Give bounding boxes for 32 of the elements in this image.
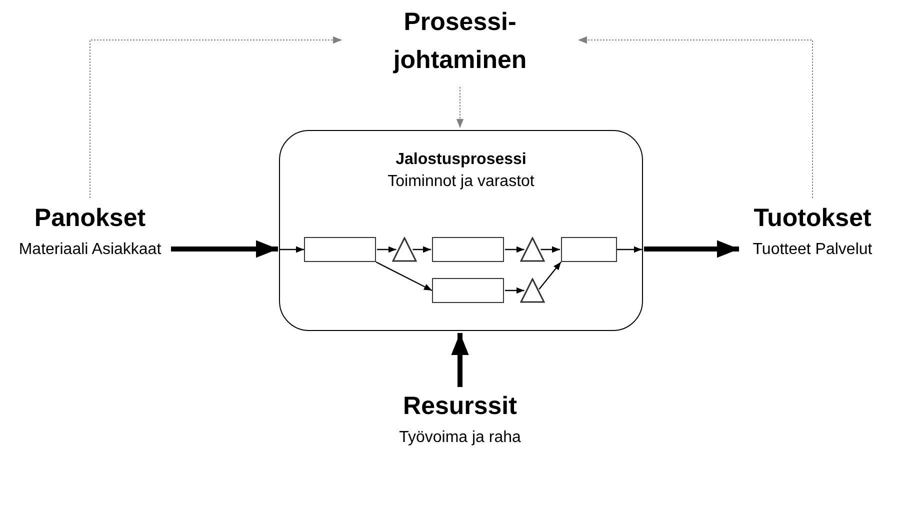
step-box [432,237,504,262]
arrow [540,246,560,253]
heading: Panokset [33,203,147,234]
heading: Jalostusprosessi [394,151,528,169]
arrow [538,262,562,290]
arrow [412,246,431,253]
step-box [561,237,617,262]
arrow [376,261,432,292]
storage-triangle [520,237,545,262]
step-box [432,278,504,303]
arrow [377,246,396,253]
thick-arrow [171,240,278,258]
dotted-arrow [90,36,342,198]
description: Tuotteet Palvelut [752,240,874,260]
arrow [505,287,524,294]
arrow [280,246,304,253]
heading: Tuotokset [752,203,872,234]
process-box [279,130,643,331]
step-box [304,237,376,262]
description: Materiaali Asiakkaat [18,240,162,260]
arrow [617,246,642,253]
thick-arrow [451,333,469,387]
thick-arrow [644,240,739,258]
description: Työvoima ja raha [398,428,522,448]
dotted-arrow [456,86,464,128]
arrow [505,246,524,253]
dotted-arrow [578,36,813,198]
description: Toiminnot ja varastot [386,173,536,191]
storage-triangle [520,278,545,303]
heading: Resurssit [402,391,518,422]
storage-triangle [392,237,417,262]
heading: Prosessi- johtaminen [392,7,528,76]
